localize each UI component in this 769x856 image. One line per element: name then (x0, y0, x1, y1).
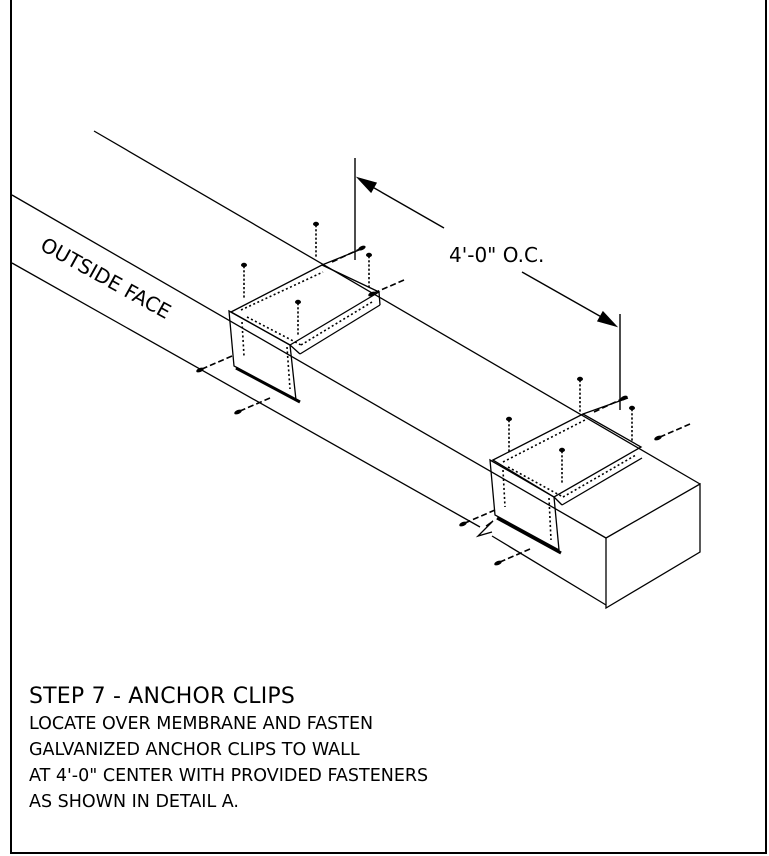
anchor-clip-right (457, 375, 691, 568)
outside-face-label: OUTSIDE FACE (37, 232, 176, 323)
step-title: STEP 7 - ANCHOR CLIPS (29, 684, 296, 709)
caption-line-4: AS SHOWN IN DETAIL A. (29, 792, 239, 812)
spacing-label: 4'-0" O.C. (449, 243, 544, 267)
caption-line-2: GALVANIZED ANCHOR CLIPS TO WALL (29, 740, 360, 760)
anchor-clip-left (194, 221, 405, 417)
caption-line-3: AT 4'-0" CENTER WITH PROVIDED FASTENERS (29, 766, 429, 786)
drawing-frame (10, 0, 767, 854)
dimension-4ft-oc (354, 158, 621, 410)
wall-outline (11, 130, 701, 610)
step-caption: STEP 7 - ANCHOR CLIPS LOCATE OVER MEMBRA… (29, 683, 428, 815)
caption-line-1: LOCATE OVER MEMBRANE AND FASTEN (29, 714, 374, 734)
